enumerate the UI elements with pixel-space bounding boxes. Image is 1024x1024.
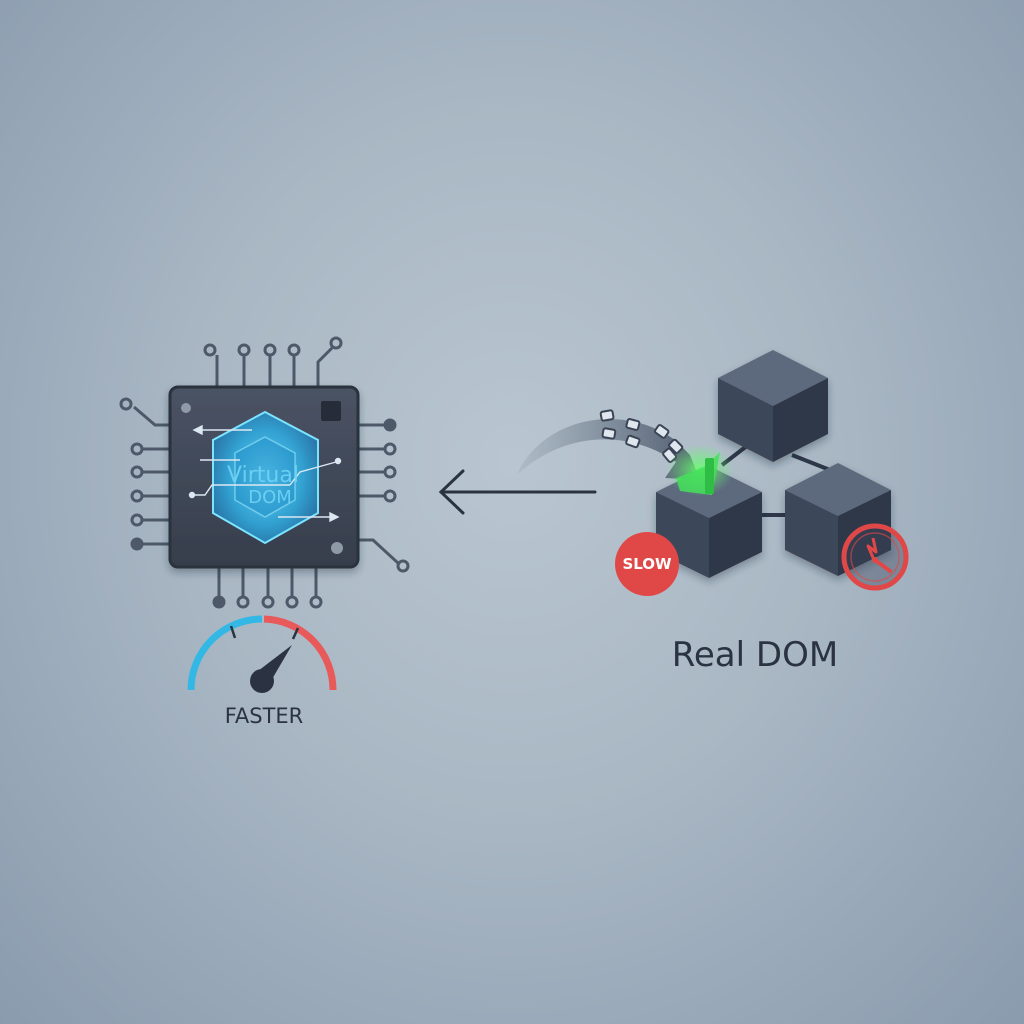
- clock-icon: [841, 523, 909, 591]
- chip-circuit-traces: [188, 424, 342, 523]
- virtual-dom-label-line1: Virtual: [227, 463, 299, 488]
- virtual-dom-chip: Virtual DOM: [119, 336, 410, 609]
- slow-badge-label: SLOW: [622, 555, 672, 573]
- gauge-arc-blue: [187, 615, 263, 691]
- chip-right-pins: [357, 418, 410, 573]
- gauge-arc-red: [263, 615, 337, 691]
- speedometer-gauge: FASTER: [187, 615, 337, 728]
- left-arrow-icon: [438, 469, 597, 515]
- slow-badge: SLOW: [615, 532, 679, 596]
- chip-top-pins: [203, 336, 343, 388]
- chip-bottom-pins: [212, 566, 323, 609]
- faster-label: FASTER: [225, 704, 304, 728]
- cube-top-node: [718, 350, 828, 462]
- virtual-dom-hexagon: [212, 410, 319, 545]
- real-dom-tree: SLOW Real DOM: [615, 350, 909, 675]
- virtual-dom-label-line2: DOM: [248, 487, 292, 508]
- real-dom-label: Real DOM: [672, 635, 838, 675]
- chip-left-pins: [119, 397, 170, 551]
